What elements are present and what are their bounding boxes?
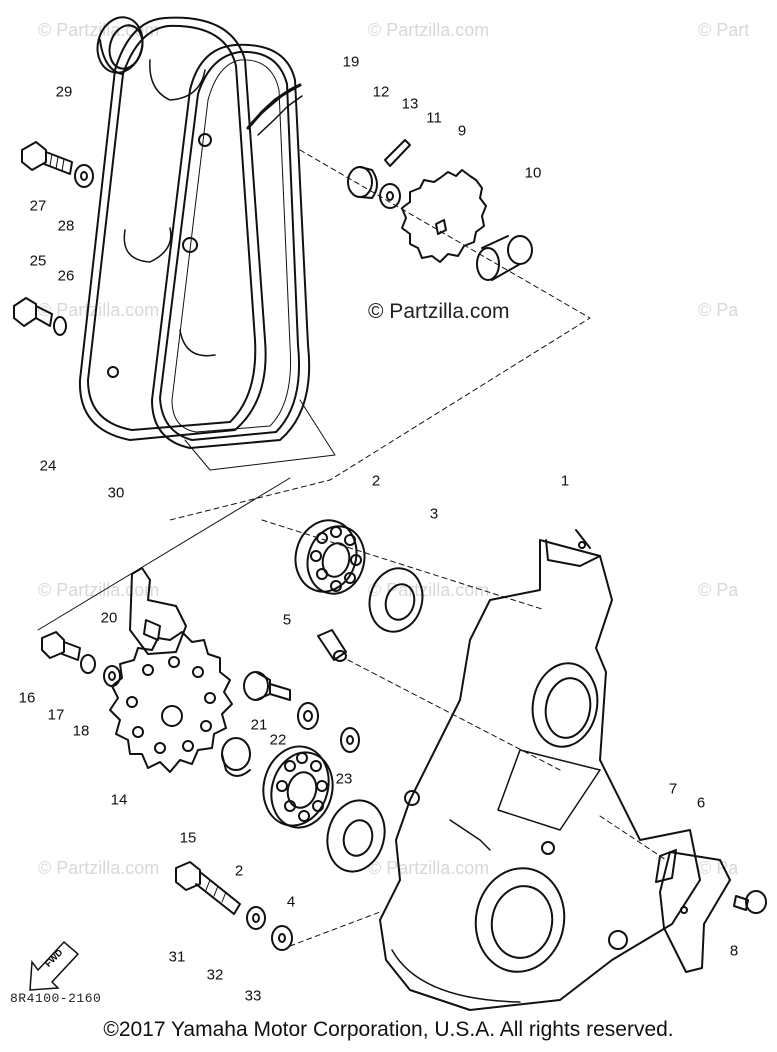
part-1-chain-case [379, 529, 701, 1011]
fwd-arrow-icon: FWD [29, 940, 80, 991]
part-2-bearing-upper [294, 519, 366, 595]
callout-1: 1 [560, 472, 570, 490]
callout-9: 9 [457, 122, 467, 140]
part-22-collar [297, 702, 319, 730]
part-3-oil-seal [368, 567, 424, 633]
callout-21: 21 [250, 716, 268, 734]
part-14-sprocket [109, 631, 233, 773]
callout-28: 28 [57, 217, 75, 235]
watermark: © Partzilla.com [38, 858, 160, 878]
part-17-washer [80, 654, 96, 674]
callout-5: 5 [282, 611, 292, 629]
part-27-bolt [21, 141, 73, 175]
callout-17: 17 [47, 706, 65, 724]
callout-10: 10 [524, 164, 542, 182]
part-16-bolt [41, 631, 81, 661]
callout-31: 31 [168, 948, 186, 966]
callout-30: 30 [107, 484, 125, 502]
copyright-notice: ©2017 Yamaha Motor Corporation, U.S.A. A… [103, 1018, 674, 1041]
part-12-collar [347, 166, 378, 199]
part-18-washer [103, 665, 121, 687]
callout-24: 24 [39, 457, 57, 475]
callout-15: 15 [179, 829, 197, 847]
callout-7: 7 [668, 780, 678, 798]
diagram-code: 8R4100-2160 [10, 991, 102, 1006]
part-31-bolt [175, 861, 241, 915]
part-20-tensioner [129, 567, 187, 655]
part-26-washer [53, 316, 67, 336]
callout-8: 8 [729, 942, 739, 960]
callout-18: 18 [72, 722, 90, 740]
part-6-plate [659, 851, 731, 973]
part-8-screw [733, 890, 767, 914]
part-5-pin [317, 629, 347, 662]
watermark: © Pa [698, 300, 739, 320]
callout-11: 11 [426, 109, 442, 127]
callout-2-upper: 2 [371, 472, 381, 490]
callout-14: 14 [110, 791, 128, 809]
callout-2-lower: 2 [234, 862, 244, 880]
callout-16: 16 [18, 689, 36, 707]
callout-6: 6 [696, 794, 706, 812]
callout-3: 3 [429, 505, 439, 523]
callout-20: 20 [100, 609, 118, 627]
watermark: © Pa [698, 580, 739, 600]
watermark: © Part [698, 20, 750, 40]
part-19-chain [246, 83, 303, 136]
watermark: © Partzilla.com [368, 20, 490, 40]
part-2-bearing-lower [262, 745, 334, 829]
watermark: © Partzilla.com [38, 300, 160, 320]
part-33-washer [271, 925, 293, 951]
callout-26: 26 [57, 267, 75, 285]
part-10-sleeve [476, 235, 533, 281]
callout-13: 13 [401, 95, 419, 113]
callout-25: 25 [29, 252, 47, 270]
part-25-bolt [13, 297, 53, 327]
callout-4: 4 [286, 893, 296, 911]
part-9-sprocket [401, 169, 487, 263]
part-23-washer [340, 727, 360, 753]
part-7-shim [655, 849, 677, 883]
callout-22: 22 [269, 731, 287, 749]
part-28-washer [74, 164, 94, 188]
part-15-collar [221, 737, 251, 777]
callout-19: 19 [342, 53, 360, 71]
part-29-oil-seal [96, 16, 144, 75]
callout-29: 29 [55, 83, 73, 101]
part-21-bolt [243, 671, 291, 701]
callout-12: 12 [372, 83, 390, 101]
watermark: © Pa [698, 858, 739, 878]
callout-33: 33 [244, 987, 262, 1005]
part-32-washer [246, 906, 266, 930]
callout-27: 27 [29, 197, 47, 215]
part-11-washer [379, 183, 401, 209]
part-13-key [384, 139, 411, 167]
callout-32: 32 [206, 966, 224, 984]
part-4-oil-seal [326, 799, 386, 873]
part-30-inner-gasket [151, 43, 336, 471]
site-credit: © Partzilla.com [368, 300, 510, 323]
callout-23: 23 [335, 770, 353, 788]
watermark: © Partzilla.com [38, 580, 160, 600]
